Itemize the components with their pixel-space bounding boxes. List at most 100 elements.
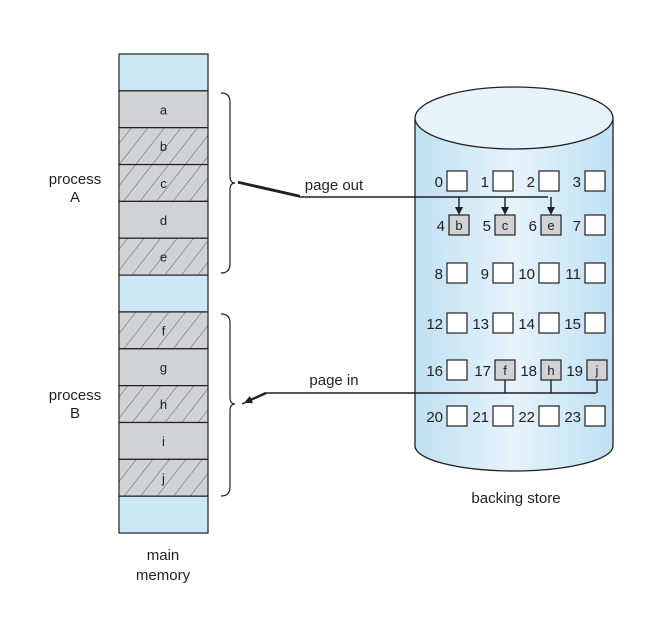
slot-number: 11 <box>565 266 581 283</box>
memory-page-frame-j: j <box>118 458 209 497</box>
slot-box <box>492 312 514 334</box>
slot-box <box>538 262 560 284</box>
memory-page-frame-b: b <box>118 127 209 166</box>
slot-20: 20 <box>426 405 468 427</box>
slot-box <box>446 170 468 192</box>
slot-number: 21 <box>472 409 489 426</box>
slot-number: 23 <box>564 409 581 426</box>
process-b-brace <box>220 313 236 497</box>
slot-page-label: e <box>547 218 554 233</box>
slot-number: 14 <box>518 316 535 333</box>
slot-box <box>584 405 606 427</box>
frame-label: e <box>160 250 167 265</box>
slot-0: 0 <box>435 170 468 192</box>
backing-store-cylinder <box>414 86 614 472</box>
frame-label: c <box>160 176 167 191</box>
slot-21: 21 <box>472 405 514 427</box>
slot-number: 15 <box>564 316 581 333</box>
slot-number: 9 <box>481 266 489 283</box>
slot-13: 13 <box>472 312 514 334</box>
slot-box <box>446 262 468 284</box>
slot-box <box>492 405 514 427</box>
slot-16: 16 <box>426 359 468 381</box>
slot-1: 1 <box>481 170 514 192</box>
slot-11: 11 <box>565 262 606 284</box>
memory-free-frame <box>118 274 209 313</box>
frame-rect <box>118 53 209 92</box>
frame-label: i <box>162 434 165 449</box>
slot-box <box>538 312 560 334</box>
slot-12: 12 <box>426 312 468 334</box>
memory-page-frame-d: d <box>118 200 209 239</box>
slot-box <box>584 170 606 192</box>
slot-number: 2 <box>527 174 535 191</box>
slot-8: 8 <box>435 262 468 284</box>
slot-number: 12 <box>426 316 443 333</box>
process-b-label-line2: B <box>70 405 80 422</box>
main-memory-label-line2: memory <box>136 567 191 584</box>
process-a-brace <box>220 92 236 274</box>
frame-rect <box>118 311 209 350</box>
frame-label: d <box>160 213 167 228</box>
slot-18: 18 h <box>520 359 562 381</box>
memory-free-frame <box>118 495 209 534</box>
slot-number: 6 <box>529 218 537 235</box>
slot-box <box>584 312 606 334</box>
slot-box <box>584 214 606 236</box>
slot-7: 7 <box>573 214 606 236</box>
slot-number: 5 <box>483 218 491 235</box>
slot-box <box>494 214 516 236</box>
slot-page-label: j <box>595 363 599 378</box>
memory-page-frame-e: e <box>118 237 209 276</box>
slot-15: 15 <box>564 312 606 334</box>
slot-number: 0 <box>435 174 443 191</box>
frame-label: h <box>160 397 167 412</box>
slot-number: 22 <box>518 409 535 426</box>
slot-23: 23 <box>564 405 606 427</box>
slot-number: 3 <box>573 174 581 191</box>
process-a-label-line1: process <box>49 171 102 188</box>
slot-number: 1 <box>481 174 489 191</box>
slot-number: 18 <box>520 363 537 380</box>
backing-store-label: backing store <box>471 490 560 507</box>
frame-label: j <box>161 471 165 486</box>
frame-label: a <box>160 102 168 117</box>
frame-rect <box>118 200 209 239</box>
memory-page-frame-h: h <box>118 385 209 424</box>
slot-number: 4 <box>437 218 445 235</box>
process-a-label-line2: A <box>70 189 80 206</box>
slot-14: 14 <box>518 312 560 334</box>
slot-box <box>538 170 560 192</box>
slot-number: 8 <box>435 266 443 283</box>
frame-rect <box>118 458 209 497</box>
frame-rect <box>118 127 209 166</box>
slot-9: 9 <box>481 262 514 284</box>
slot-number: 20 <box>426 409 443 426</box>
slot-box <box>538 405 560 427</box>
main-memory-label-line1: main <box>147 547 180 564</box>
slot-page-label: h <box>547 363 554 378</box>
memory-page-frame-i: i <box>118 421 209 460</box>
slot-2: 2 <box>527 170 560 192</box>
frame-rect <box>118 90 209 129</box>
slot-box <box>446 312 468 334</box>
slot-number: 17 <box>474 363 491 380</box>
slot-box <box>446 405 468 427</box>
slot-number: 13 <box>472 316 489 333</box>
slot-number: 16 <box>426 363 443 380</box>
memory-page-frame-f: f <box>118 311 209 350</box>
frame-rect <box>118 274 209 313</box>
slot-box <box>492 170 514 192</box>
page-in-label: page in <box>309 372 358 389</box>
page-in-branches <box>504 380 598 393</box>
memory-free-frame <box>118 53 209 92</box>
slot-page-label: c <box>502 218 509 233</box>
slot-box <box>584 262 606 284</box>
page-out-label: page out <box>305 177 364 194</box>
